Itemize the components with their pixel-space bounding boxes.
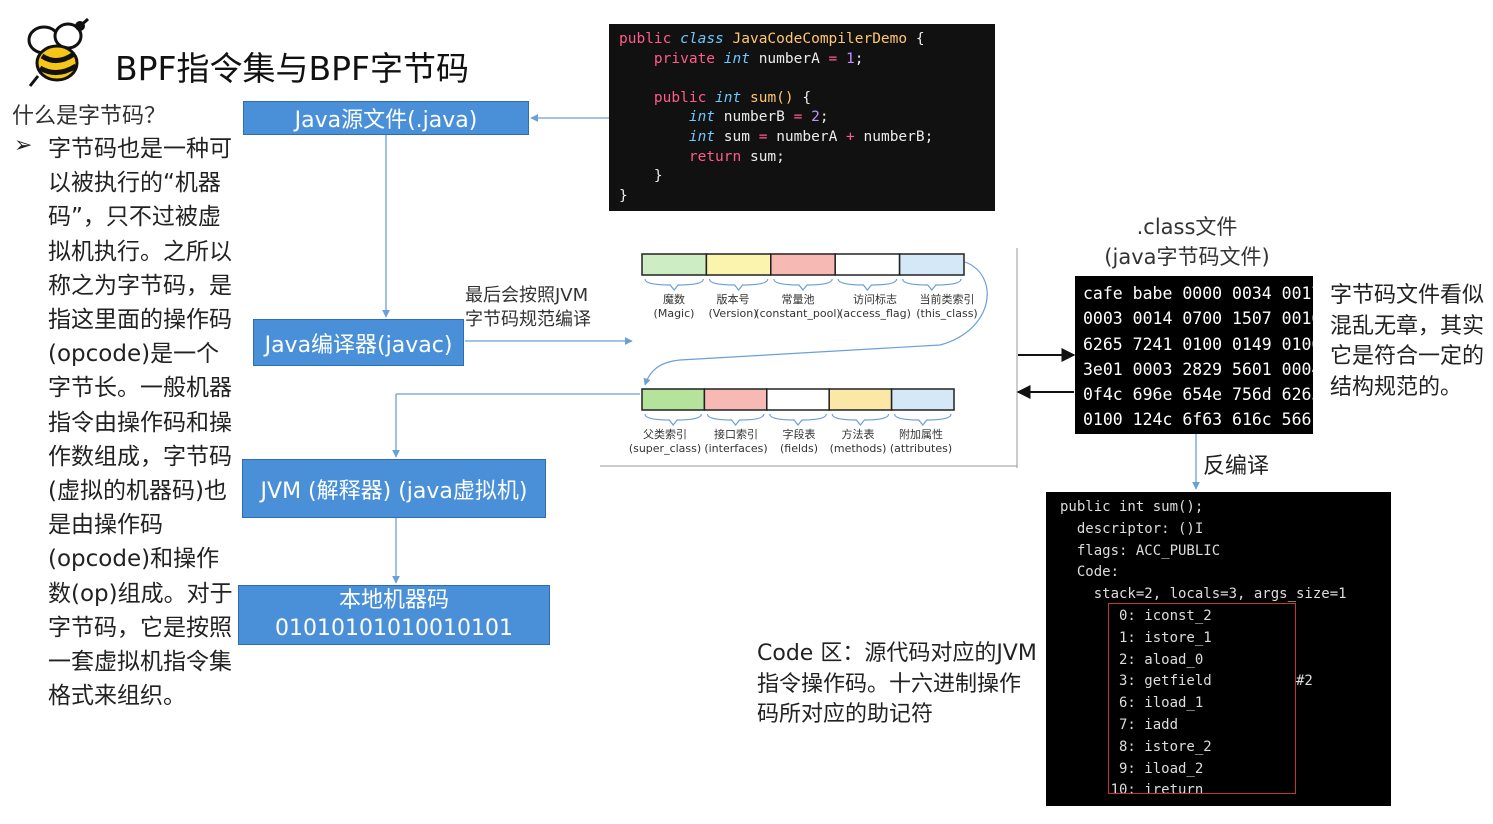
source-file-box: Java源文件(.java) [243,101,529,135]
structure-note: 字节码文件看似混乱无章，其实它是符合一定的结构规范的。 [1330,283,1485,400]
question-heading: 什么是字节码？ [12,104,167,129]
hex-line: cafe babe 0000 0034 0017 [1083,284,1322,303]
class-field-brace [708,278,769,291]
class-field-label: 字段表(fields) [779,428,819,455]
bytecode-line: 3: getfield #2 [1060,673,1313,690]
class-field-label: 版本号(Version) [708,293,758,320]
class-field-brace [706,413,765,426]
class-field-cell [898,253,965,276]
hex-line: 3e01 0003 2829 5601 0004 [1083,359,1322,379]
hex-line: 6265 7241 0100 0149 0100 [1083,334,1322,354]
source-file-label: Java源文件(.java) [294,108,478,133]
class-field-brace [769,413,827,426]
class-field-cell [828,388,893,411]
decompile-label: 反编译 [1203,454,1270,479]
bytecode-line: 0: iconst_2 [1060,607,1212,624]
bytecode-line: 8: istore_2 [1060,738,1212,755]
bytecode-line: public int sum(); [1060,499,1204,515]
page-title: BPF指令集与BPF字节码 [115,49,470,88]
bee-logo-icon [27,17,90,87]
bytecode-line: 7: iadd [1060,716,1179,733]
bytecode-explanation: 字节码也是一种可以被执行的“机器码”，只不过被虚拟机执行。之所以称之为字节码，是… [48,136,233,710]
class-field-label: 当前类索引(this_class) [916,293,978,320]
bytecode-panel: public int sum(); descriptor: ()I flags:… [1046,492,1391,806]
native-code-box: 本地机器码 01010101010010101 [238,585,550,645]
class-field-cell [834,253,901,276]
bytecode-line: Code: [1060,564,1120,581]
bytecode-line: 6: iload_1 [1060,695,1204,712]
class-field-label: 附加属性(attributes) [889,428,953,455]
class-field-cell [703,388,768,411]
class-field-label: 方法表(methods) [829,428,887,455]
jvm-box: JVM (解释器) (java虚拟机) [242,459,546,518]
class-field-cell [641,253,708,276]
class-field-cell [890,388,955,411]
native-code-label: 本地机器码 [338,588,449,613]
java-source-code-panel: public class JavaCodeCompilerDemo { priv… [609,24,995,211]
bytecode-line: 1: istore_1 [1060,629,1212,646]
bytecode-line: flags: ACC_PUBLIC [1060,542,1221,559]
hex-line: 0100 124c 6f63 616c 5661 [1083,410,1322,430]
class-field-cell [705,253,772,276]
compiler-label: Java编译器(javac) [264,332,453,358]
class-field-brace [644,278,704,291]
bytecode-line: descriptor: ()I [1060,520,1204,537]
class-field-brace [894,413,952,426]
class-field-label: 访问标志(access_flag) [839,293,911,320]
class-field-cell [770,253,836,276]
jvm-label: JVM (解释器) (java虚拟机) [260,478,528,504]
class-field-label: 魔数(Magic) [653,293,695,320]
class-field-brace [837,278,898,291]
bullet-arrow-icon: ➢ [14,133,33,158]
bytecode-line: 2: aload_0 [1060,651,1204,668]
class-field-brace [902,278,962,291]
bytecode-line: 10: ireturn [1060,782,1204,799]
class-field-brace [831,413,890,426]
class-field-brace [644,413,702,426]
code-area-note: Code 区：源代码对应的JVM 指令操作码。十六进制操作码所对应的助记符 [757,641,1037,727]
native-code-binary: 01010101010010101 [275,616,513,641]
bytecode-line: stack=2, locals=3, args_size=1 [1060,586,1347,603]
class-field-cell [766,388,830,411]
class-field-label: 接口索引(interfaces) [704,428,768,455]
class-field-label: 常量池(constant_pool) [755,293,841,320]
compiler-box: Java编译器(javac) [253,319,464,366]
class-field-cell [641,388,706,411]
hex-line: 0003 0014 0700 1507 0016 [1083,309,1322,329]
hex-line: 0f4c 696e 654e 756d 6265 [1083,385,1322,405]
class-field-label: 父类索引(super_class) [628,428,702,455]
compile-note: 最后会按照JVM 字节码规范编译 [465,285,591,330]
code-highlight-box [1108,603,1296,794]
class-file-title: .class文件 (java字节码文件) [1104,215,1270,269]
bytecode-line: 9: iload_2 [1060,760,1204,777]
hex-dump-panel: cafe babe 0000 0034 0017 0003 0014 0700 1… [1075,276,1322,434]
class-field-brace [773,278,833,291]
